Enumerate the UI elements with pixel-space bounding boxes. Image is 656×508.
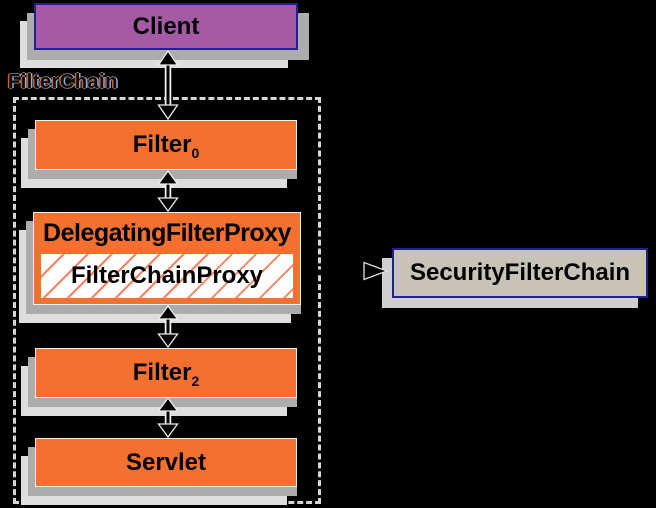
double-arrow-client-filter0-icon: [157, 50, 179, 120]
filter-chain-proxy-label: FilterChainProxy: [70, 262, 264, 289]
servlet-box: Servlet: [35, 438, 297, 487]
arrow-filterchainproxy-securityfilterchain-icon: [302, 261, 389, 281]
filter0-box: Filter0: [35, 120, 297, 170]
client-box: Client: [34, 3, 298, 50]
filter0-label: Filter0: [132, 131, 200, 161]
security-filter-chain-box: SecurityFilterChain: [392, 248, 648, 298]
security-filter-chain-label: SecurityFilterChain: [409, 259, 631, 286]
filter2-subscript: 2: [191, 372, 200, 389]
delegating-filter-proxy-box: DelegatingFilterProxy FilterChainProxy: [33, 212, 301, 305]
delegating-filter-proxy-label: DelegatingFilterProxy: [43, 218, 291, 247]
double-arrow-filter2-servlet-icon: [157, 397, 179, 438]
client-label: Client: [132, 12, 200, 40]
double-arrow-filter0-delegatingfilterproxy-icon: [157, 170, 179, 212]
servlet-label: Servlet: [125, 448, 207, 476]
filter0-subscript: 0: [191, 144, 200, 161]
filterchain-group-label: FilterChain: [8, 71, 118, 93]
filter-chain-proxy-box: FilterChainProxy: [39, 252, 295, 300]
filter2-box: Filter2: [35, 348, 297, 398]
filter2-label: Filter2: [132, 359, 200, 389]
double-arrow-delegatingfilterproxy-filter2-icon: [157, 305, 179, 348]
